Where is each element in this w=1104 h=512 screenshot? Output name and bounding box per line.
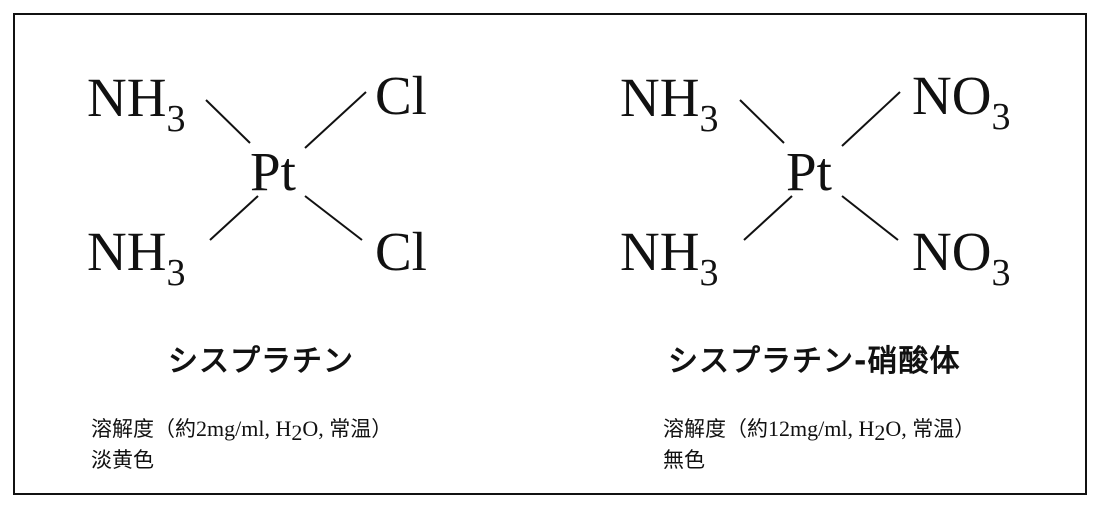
compound-name-cisplatin: シスプラチン — [168, 336, 354, 380]
color-cisplatin: 淡黄色 — [91, 445, 154, 475]
ligand-bottom-right: Cl — [375, 221, 427, 282]
ligand-top-left: NH3 — [87, 67, 185, 140]
ligand-top-right: NO3 — [912, 65, 1010, 138]
center-atom: Pt — [786, 141, 832, 202]
bond-bottom-right — [305, 196, 362, 240]
solubility-cisplatin: 溶解度（約2mg/ml, H2O, 常温） — [91, 414, 392, 444]
solubility-cisplatin-nitrate: 溶解度（約12mg/ml, H2O, 常温） — [663, 414, 975, 444]
bond-bottom-right — [842, 196, 898, 240]
center-atom: Pt — [250, 141, 296, 202]
bond-top-left — [206, 100, 250, 143]
bond-bottom-left — [744, 196, 792, 240]
ligand-top-right: Cl — [375, 65, 427, 126]
bond-bottom-left — [210, 196, 258, 240]
ligand-bottom-right: NO3 — [912, 221, 1010, 294]
cisplatin-structure: NH3 Cl Pt NH3 Cl — [87, 65, 427, 294]
ligand-top-left: NH3 — [620, 67, 718, 140]
bond-top-right — [305, 92, 366, 148]
ligand-bottom-left: NH3 — [87, 221, 185, 294]
cisplatin-nitrate-structure: NH3 NO3 Pt NH3 NO3 — [620, 65, 1010, 294]
bond-top-left — [740, 100, 784, 143]
bond-top-right — [842, 92, 900, 146]
ligand-bottom-left: NH3 — [620, 221, 718, 294]
color-cisplatin-nitrate: 無色 — [663, 445, 705, 475]
compound-name-cisplatin-nitrate: シスプラチン-硝酸体 — [668, 336, 960, 380]
